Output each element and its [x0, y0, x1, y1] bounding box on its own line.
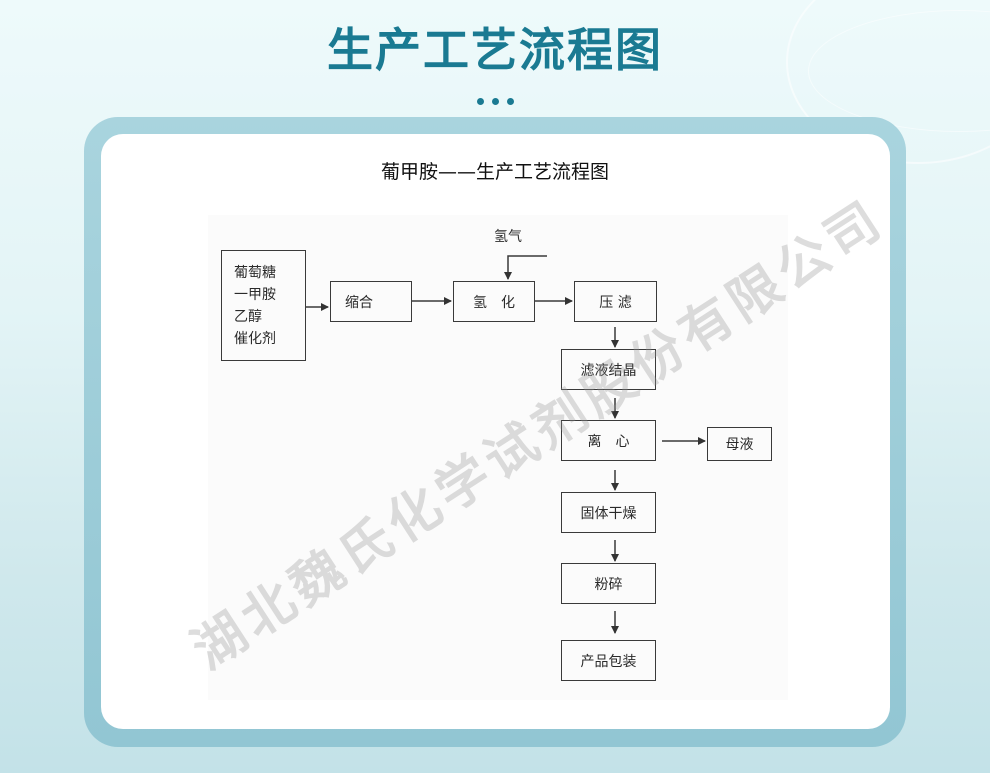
dot — [476, 98, 484, 105]
step-label: 粉碎 — [594, 576, 623, 593]
step-grinding: 粉碎 — [561, 563, 656, 604]
step-centrifugation: 离 心 — [561, 420, 656, 461]
input-item: 乙醇 — [234, 308, 262, 325]
step-condensation: 缩合 — [330, 281, 412, 322]
step-label: 母液 — [725, 437, 754, 453]
step-label: 氢 化 — [473, 294, 515, 311]
input-item: 葡萄糖 — [234, 264, 276, 281]
step-label: 产品包装 — [580, 653, 637, 670]
step-press-filtration: 压 滤 — [574, 281, 657, 322]
input-item: 一甲胺 — [234, 286, 276, 303]
hydrogen-label: 氢气 — [494, 229, 522, 245]
title-dots-divider — [0, 90, 990, 105]
dot — [506, 98, 514, 105]
diagram-title: 葡甲胺——生产工艺流程图 — [380, 161, 609, 183]
page-title: 生产工艺流程图 — [327, 23, 663, 77]
step-filtrate-crystallization: 滤液结晶 — [561, 349, 656, 390]
step-label: 固体干燥 — [580, 505, 637, 522]
scanned-diagram-background — [208, 215, 788, 700]
step-solid-drying: 固体干燥 — [561, 492, 656, 533]
step-label: 压 滤 — [599, 294, 632, 311]
input-item: 催化剂 — [234, 330, 276, 347]
step-label: 缩合 — [345, 294, 373, 311]
step-mother-liquor: 母液 — [707, 427, 772, 461]
step-label: 滤液结晶 — [580, 362, 637, 379]
step-hydrogenation: 氢 化 — [453, 281, 535, 322]
step-packaging: 产品包装 — [561, 640, 656, 681]
step-label: 离 心 — [587, 433, 630, 450]
dot — [491, 98, 499, 105]
inputs-box: 葡萄糖 一甲胺 乙醇 催化剂 — [221, 250, 306, 361]
